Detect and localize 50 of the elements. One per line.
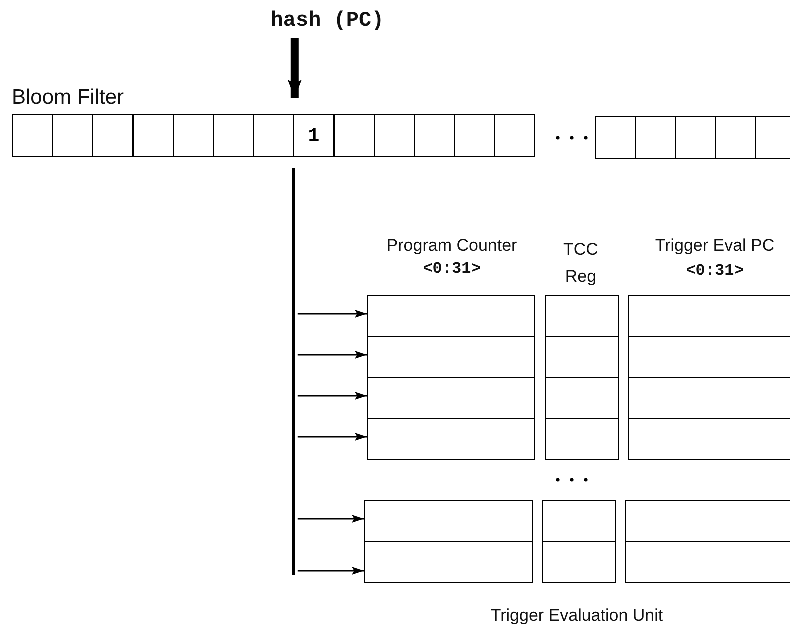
unit-caption: Trigger Evaluation Unit (490, 606, 664, 626)
bit-cell (414, 114, 455, 157)
bit-range: <0:31> (685, 262, 745, 280)
bit-range: <0:31> (422, 260, 482, 278)
bit-cell (374, 114, 415, 157)
bit-cell: 1 (293, 114, 334, 157)
array-title: Bloom Filter (12, 86, 124, 110)
bit-cell (132, 114, 174, 157)
table-cell (545, 295, 619, 337)
table-cell (367, 418, 535, 460)
column-header: Trigger Eval PC (654, 236, 776, 256)
bit-cell (253, 114, 294, 157)
bit-cell (715, 116, 756, 159)
input-label: hash (PC) (255, 8, 400, 34)
arrow (298, 351, 367, 359)
bit-cell (635, 116, 676, 159)
table-cell (367, 377, 535, 419)
table-cell (364, 541, 533, 583)
table-cell (364, 500, 533, 542)
table-cell (545, 377, 619, 419)
arrow (298, 567, 364, 575)
table-cell (625, 500, 790, 542)
table-cell (545, 418, 619, 460)
bus-line (292, 168, 296, 575)
table-cell (625, 541, 790, 583)
table-cell (542, 500, 616, 542)
bit-cell (172, 114, 214, 157)
table-cell (628, 418, 790, 460)
bit-cell (454, 114, 496, 157)
arrow (298, 310, 367, 318)
table-cell (545, 336, 619, 378)
bit-cell (755, 116, 790, 159)
bit-cell (595, 116, 636, 159)
bit-cell (52, 114, 94, 157)
column-header: Program Counter (386, 236, 518, 256)
bit-cell (334, 114, 375, 157)
bit-cell (675, 116, 716, 159)
table-cell (628, 295, 790, 337)
bit-cell (92, 114, 134, 157)
arrow (298, 515, 364, 523)
bit-cell (494, 114, 536, 157)
table-cell (367, 295, 535, 337)
table-cell (542, 541, 616, 583)
arrow (298, 392, 367, 400)
bit-cell (213, 114, 254, 157)
arrow (298, 433, 367, 441)
arrow (288, 38, 302, 98)
column-header: TCC Reg (562, 239, 600, 288)
bit-cell (12, 114, 53, 157)
table-cell (367, 336, 535, 378)
